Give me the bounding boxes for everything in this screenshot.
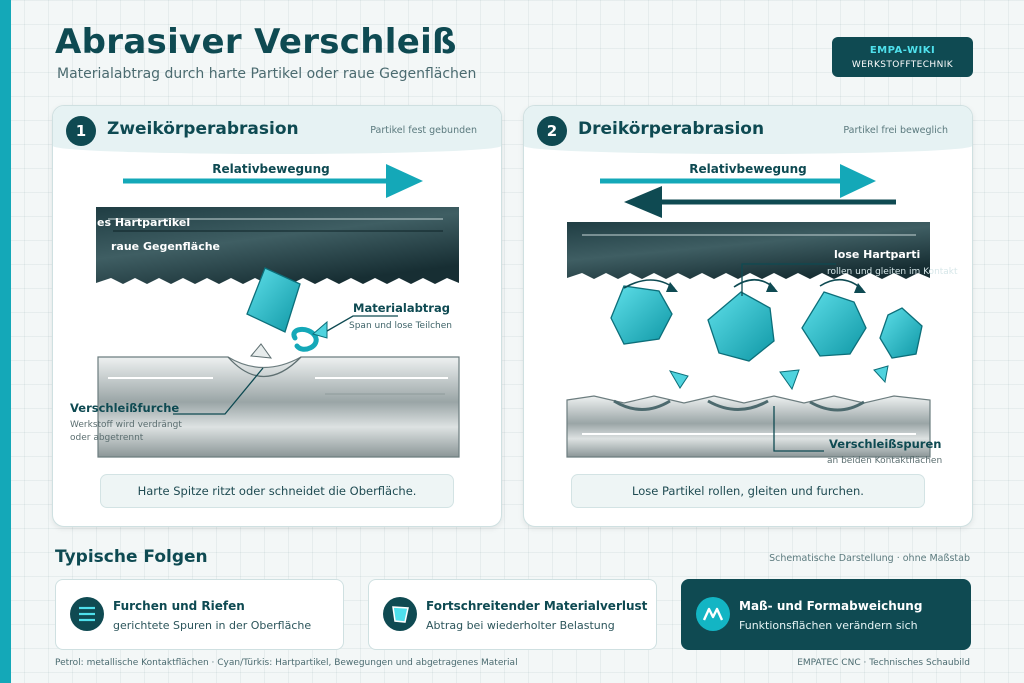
loose-particle-4 — [879, 307, 923, 359]
motion-label: Relativbewegung — [689, 162, 806, 176]
panel-dreikoerper: Relativbewegung lose Hartparti rollen un… — [523, 105, 973, 527]
footer-credit: EMPATEC CNC · Technisches Schaubild — [797, 658, 970, 668]
card-materialverlust: Fortschreitender Materialverlust Abtrag … — [368, 579, 657, 650]
panel-header: 2 Dreikörperabrasion Partikel frei beweg… — [524, 106, 972, 154]
step-number: 1 — [66, 116, 96, 146]
panel-note: Partikel fest gebunden — [370, 125, 477, 136]
label-groove-sub2: oder abgetrennt — [70, 433, 144, 443]
hard-particle — [246, 267, 301, 333]
card-subtitle: gerichtete Spuren in der Oberfläche — [113, 619, 312, 632]
loose-particle-2 — [707, 291, 775, 362]
panel-zweikoerper: Relativbewegung es Hartpartikel raue Geg… — [52, 105, 502, 527]
card-formabweichung: Maß- und Formabweichung Funktionsflächen… — [681, 579, 971, 650]
motion-arrow-forward — [600, 164, 876, 198]
base-body — [97, 356, 460, 458]
diagram-dreikoerper: Relativbewegung lose Hartparti rollen un… — [566, 162, 958, 466]
panel-caption: Harte Spitze ritzt oder schneidet die Ob… — [100, 474, 454, 508]
loose-particle-3 — [801, 291, 867, 357]
label-removal: Materialabtrag — [353, 301, 450, 315]
badge-title: EMPA-WIKI — [869, 45, 936, 56]
label-counter: raue Gegenfläche — [111, 240, 220, 253]
panel-title: Dreikörperabrasion — [578, 119, 765, 139]
color-legend: Petrol: metallische Kontaktflächen · Cya… — [55, 658, 518, 668]
accent-bar — [0, 0, 11, 683]
card-subtitle: Abtrag bei wiederholter Belastung — [426, 619, 615, 632]
label-particles-sub: rollen und gleiten im Kontakt — [827, 267, 958, 277]
section-title: Typische Folgen — [55, 547, 208, 567]
label-particles: lose Hartparti — [834, 248, 920, 261]
label-removal-sub: Span und lose Teilchen — [349, 321, 452, 331]
card-title: Fortschreitender Materialverlust — [426, 599, 648, 613]
label-particle: es Hartpartikel — [97, 216, 190, 229]
card-title: Maß- und Formabweichung — [739, 599, 923, 613]
counter-surface — [96, 207, 459, 284]
chip-curl — [291, 320, 328, 352]
label-groove: Verschleißfurche — [70, 401, 179, 415]
panel-caption: Lose Partikel rollen, gleiten und furche… — [571, 474, 925, 508]
step-number: 2 — [537, 116, 567, 146]
wave-icon — [696, 597, 730, 631]
panel-header: 1 Zweikörperabrasion Partikel fest gebun… — [53, 106, 501, 154]
wiki-badge: EMPA-WIKI WERKSTOFFTECHNIK — [832, 37, 973, 77]
motion-arrow — [123, 164, 423, 198]
card-subtitle: Funktionsflächen verändern sich — [739, 619, 918, 632]
card-furchen: Furchen und Riefen gerichtete Spuren in … — [55, 579, 344, 650]
label-groove-sub1: Werkstoff wird verdrängt — [70, 420, 182, 430]
panel-title: Zweikörperabrasion — [107, 119, 299, 139]
loose-particle-1 — [610, 285, 673, 345]
motion-label: Relativbewegung — [212, 162, 329, 176]
diagram-zweikoerper: Relativbewegung es Hartpartikel raue Geg… — [70, 162, 460, 458]
card-title: Furchen und Riefen — [113, 599, 245, 613]
section-note: Schematische Darstellung · ohne Maßstab — [769, 553, 970, 564]
label-traces-sub: an beiden Kontaktflächen — [827, 456, 942, 466]
page-subtitle: Materialabtrag durch harte Partikel oder… — [57, 66, 477, 82]
shard-icon — [383, 597, 417, 631]
counter-surface — [567, 222, 930, 279]
label-traces: Verschleißspuren — [829, 437, 941, 451]
page-title: Abrasiver Verschleiß — [55, 22, 457, 62]
panel-note: Partikel frei beweglich — [843, 125, 948, 136]
badge-subtitle: WERKSTOFFTECHNIK — [851, 60, 954, 70]
motion-arrow-backward — [624, 186, 896, 218]
lines-icon — [70, 597, 104, 631]
